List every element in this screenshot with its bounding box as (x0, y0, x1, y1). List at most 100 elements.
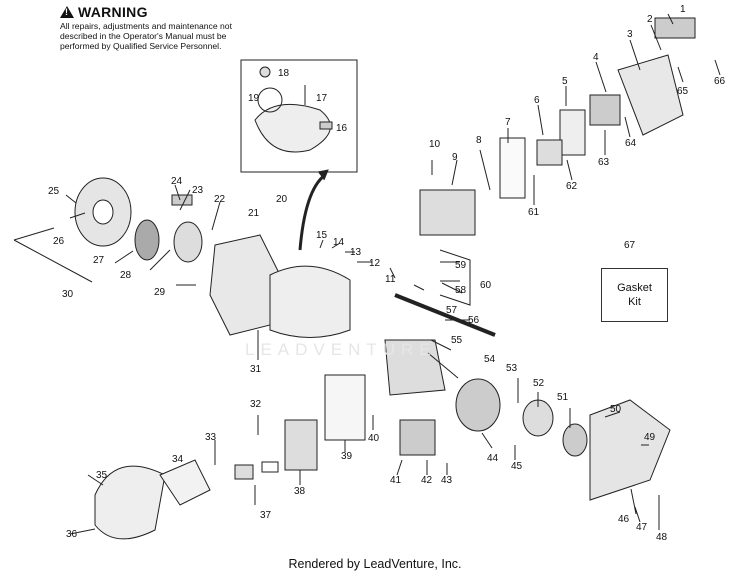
callout-42: 42 (421, 475, 433, 486)
callout-8: 8 (476, 135, 482, 146)
starter-pulley-part (173, 221, 203, 263)
callout-49: 49 (644, 432, 656, 443)
callout-64: 64 (625, 138, 637, 149)
fuel-tank-part (269, 265, 351, 338)
gasket-kit-box[interactable]: Gasket Kit (601, 268, 668, 322)
fuel-tank-inset-box (240, 59, 358, 173)
warning-title: WARNING (78, 4, 148, 20)
callout-55: 55 (451, 335, 463, 346)
callout-22: 22 (214, 194, 226, 205)
callout-53: 53 (506, 363, 518, 374)
intake-manifold-part (536, 139, 563, 166)
cylinder-part (419, 189, 476, 236)
callout-35: 35 (96, 470, 108, 481)
callout-1: 1 (680, 4, 686, 15)
watermark: LEADVENTURE (245, 340, 437, 359)
clutch-housing-part (589, 399, 671, 501)
air-filter-housing-part (284, 419, 318, 471)
gasket-kit-label: Gasket Kit (617, 282, 652, 308)
cylinder-shroud-part (94, 465, 166, 540)
muffler-cover-part (617, 54, 684, 136)
piston-group-bracket (439, 249, 471, 306)
callout-24: 24 (171, 176, 183, 187)
callout-6: 6 (534, 95, 540, 106)
inset-arrow (298, 173, 326, 251)
callout-38: 38 (294, 486, 306, 497)
callout-34: 34 (172, 454, 184, 465)
flywheel-part (455, 378, 501, 432)
callout-18: 18 (278, 68, 290, 79)
callout-58: 58 (455, 285, 467, 296)
callout-37: 37 (260, 510, 272, 521)
callout-63: 63 (598, 157, 610, 168)
callout-31: 31 (250, 364, 262, 375)
crankshaft-part (394, 293, 496, 337)
callout-66: 66 (714, 76, 726, 87)
callout-14: 14 (333, 237, 345, 248)
callout-56: 56 (468, 315, 480, 326)
inset-arrowhead (317, 169, 329, 181)
callout-12: 12 (369, 258, 381, 269)
callout-13: 13 (350, 247, 362, 258)
filter-part (319, 121, 333, 130)
callout-21: 21 (248, 208, 260, 219)
callout-36: 36 (66, 529, 78, 540)
callout-27: 27 (93, 255, 105, 266)
callout-5: 5 (562, 76, 568, 87)
callout-2: 2 (647, 14, 653, 25)
callout-54: 54 (484, 354, 496, 365)
warning-block: ! WARNING All repairs, adjustments and m… (60, 4, 250, 52)
warning-icon: ! (60, 6, 74, 18)
callout-45: 45 (511, 461, 523, 472)
callout-25: 25 (48, 186, 60, 197)
clutch-drum-part (562, 423, 588, 457)
callout-32: 32 (250, 399, 262, 410)
callout-10: 10 (429, 139, 441, 150)
kit-number: 67 (624, 240, 636, 251)
starter-handle-part (171, 194, 193, 206)
callout-7: 7 (505, 117, 511, 128)
spark-arrestor-part (654, 17, 696, 39)
callout-11: 11 (385, 274, 396, 285)
callout-59: 59 (455, 260, 467, 271)
callout-52: 52 (533, 378, 545, 389)
callout-19: 19 (248, 93, 260, 104)
callout-61: 61 (528, 207, 540, 218)
callout-17: 17 (316, 93, 328, 104)
callout-57: 57 (446, 305, 458, 316)
callout-23: 23 (192, 185, 204, 196)
fuel-tank-cap-part (254, 103, 331, 153)
callout-9: 9 (452, 152, 458, 163)
callout-28: 28 (120, 270, 132, 281)
callout-39: 39 (341, 451, 353, 462)
grommet-part (259, 66, 271, 78)
carburetor-part (589, 94, 621, 126)
callout-15: 15 (316, 230, 328, 241)
callout-51: 51 (557, 392, 569, 403)
callout-60: 60 (480, 280, 492, 291)
ignition-module-part (399, 419, 436, 456)
callout-41: 41 (390, 475, 402, 486)
callout-50: 50 (610, 404, 622, 415)
callout-20: 20 (276, 194, 288, 205)
callout-33: 33 (205, 432, 217, 443)
cylinder-gasket-part (499, 137, 526, 199)
callout-43: 43 (441, 475, 453, 486)
callout-40: 40 (368, 433, 380, 444)
callout-46: 46 (618, 514, 630, 525)
heat-shield-part (324, 374, 366, 441)
callout-65: 65 (677, 86, 689, 97)
callout-30: 30 (62, 289, 74, 300)
footer-credit: Rendered by LeadVenture, Inc. (288, 557, 462, 571)
crankcase-part (384, 339, 446, 396)
callout-48: 48 (656, 532, 668, 543)
callout-16: 16 (336, 123, 348, 134)
callout-4: 4 (593, 52, 599, 63)
callout-47: 47 (636, 522, 648, 533)
starter-spring-part (134, 219, 160, 261)
callout-29: 29 (154, 287, 166, 298)
filter-element-part (234, 464, 254, 480)
air-filter-cover-part (159, 459, 211, 506)
carb-gasket-part (559, 109, 586, 156)
